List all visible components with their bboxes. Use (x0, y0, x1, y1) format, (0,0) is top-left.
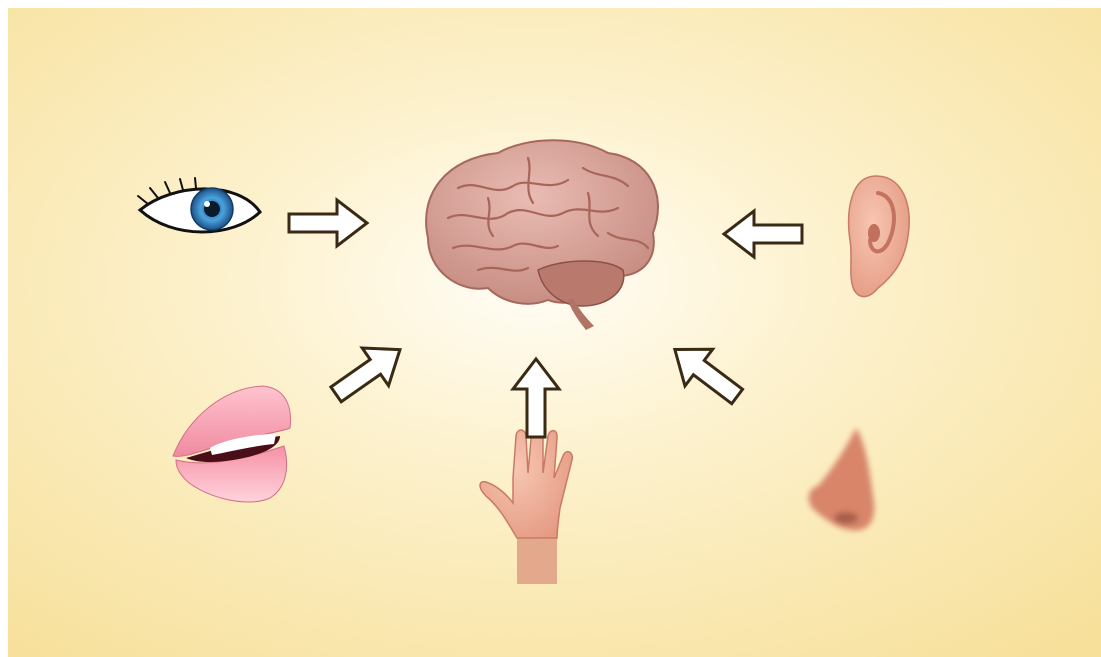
diagram-canvas (8, 8, 1101, 657)
